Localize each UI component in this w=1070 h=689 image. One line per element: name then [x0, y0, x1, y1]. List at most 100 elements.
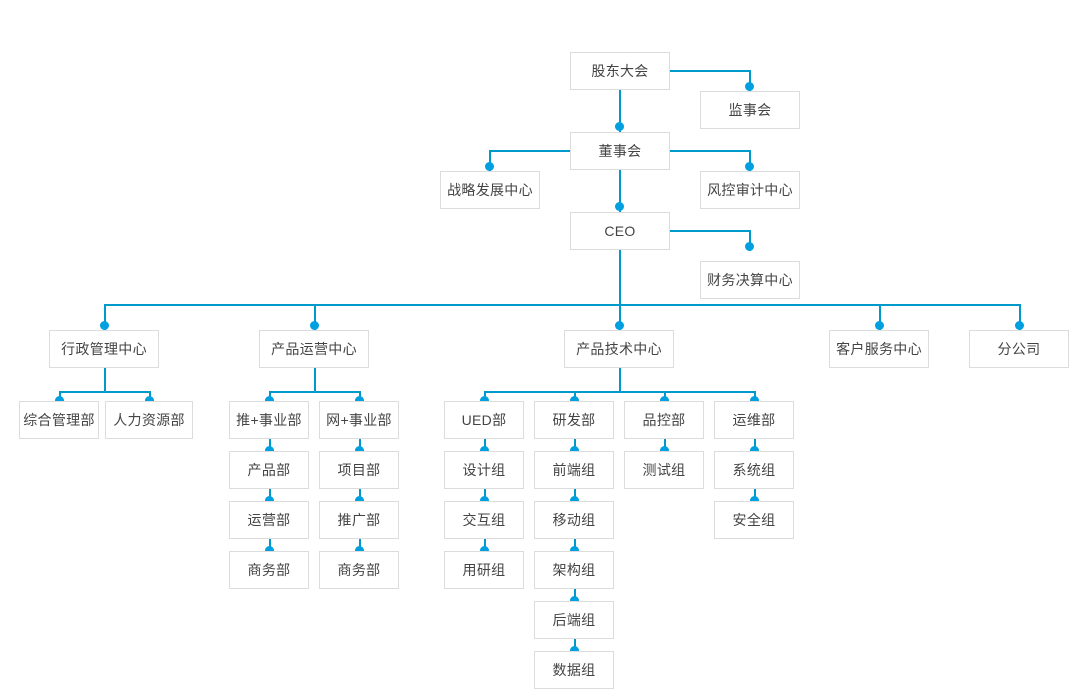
- connector-dot-tui-division: [265, 396, 274, 405]
- node-general-management-dept[interactable]: 综合管理部: [19, 401, 99, 439]
- connector-dot-service: [875, 321, 884, 330]
- node-security-group[interactable]: 安全组: [714, 501, 794, 539]
- connector-dot-system-group: [750, 446, 759, 455]
- connector-dot-business-dept-left: [265, 546, 274, 555]
- connector-wang-chain-2: [359, 489, 361, 501]
- connector-dot-interaction-group: [480, 496, 489, 505]
- node-branch-company[interactable]: 分公司: [969, 330, 1069, 368]
- node-interaction-group[interactable]: 交互组: [444, 501, 524, 539]
- connector-dot-prodtech: [615, 321, 624, 330]
- node-user-research-group[interactable]: 用研组: [444, 551, 524, 589]
- connector-dot-user-research-group: [480, 546, 489, 555]
- connector-admin-bar: [59, 391, 151, 393]
- connector-tui-chain-1: [269, 439, 271, 451]
- node-product-dept[interactable]: 产品部: [229, 451, 309, 489]
- node-frontend-group[interactable]: 前端组: [534, 451, 614, 489]
- connector-ued-chain-2: [484, 489, 486, 501]
- connector-dot-promotion-dept: [355, 496, 364, 505]
- connector-board-to-ceo: [619, 170, 621, 212]
- node-operations-maintenance-dept[interactable]: 运维部: [714, 401, 794, 439]
- node-ceo[interactable]: CEO: [570, 212, 670, 250]
- node-data-group[interactable]: 数据组: [534, 651, 614, 689]
- node-test-group[interactable]: 测试组: [624, 451, 704, 489]
- connector-rd-chain-3: [574, 539, 576, 551]
- node-administrative-management-center[interactable]: 行政管理中心: [49, 330, 159, 368]
- connector-ued-chain-1: [484, 439, 486, 451]
- node-board-of-supervisors[interactable]: 监事会: [700, 91, 800, 129]
- node-risk-control-audit-center[interactable]: 风控审计中心: [700, 171, 800, 209]
- connector-rd-chain-5: [574, 639, 576, 651]
- connector-ued-chain-3: [484, 539, 486, 551]
- connector-dot-design-group: [480, 446, 489, 455]
- connector-dot-supervisors: [745, 82, 754, 91]
- node-product-technology-center[interactable]: 产品技术中心: [564, 330, 674, 368]
- node-project-dept[interactable]: 项目部: [319, 451, 399, 489]
- connector-ops-chain-1: [754, 439, 756, 451]
- connector-tui-chain-2: [269, 489, 271, 501]
- connector-dot-project-dept: [355, 446, 364, 455]
- connector-dot-finance: [745, 242, 754, 251]
- connector-dot-general-mgmt: [55, 396, 64, 405]
- connector-dot-data-group: [570, 646, 579, 655]
- connector-shareholders-to-supervisors: [670, 70, 750, 72]
- node-business-dept-right[interactable]: 商务部: [319, 551, 399, 589]
- connector-dot-mobile-group: [570, 496, 579, 505]
- node-customer-service-center[interactable]: 客户服务中心: [829, 330, 929, 368]
- node-shareholders-meeting[interactable]: 股东大会: [570, 52, 670, 90]
- connector-dot-product-dept: [265, 446, 274, 455]
- node-mobile-group[interactable]: 移动组: [534, 501, 614, 539]
- node-strategic-development-center[interactable]: 战略发展中心: [440, 171, 540, 209]
- connector-dot-wang-division: [355, 396, 364, 405]
- connector-prodtech-stem: [619, 368, 621, 391]
- node-operations-dept[interactable]: 运营部: [229, 501, 309, 539]
- connector-bus-drop-prodops: [314, 304, 316, 330]
- connector-board-to-strategic: [489, 150, 571, 152]
- node-system-group[interactable]: 系统组: [714, 451, 794, 489]
- connector-rd-chain-4: [574, 589, 576, 601]
- node-financial-settlement-center[interactable]: 财务决算中心: [700, 261, 800, 299]
- connector-ops-chain-2: [754, 489, 756, 501]
- node-board-of-directors[interactable]: 董事会: [570, 132, 670, 170]
- connector-rd-chain-1: [574, 439, 576, 451]
- node-wang-plus-division[interactable]: 网+事业部: [319, 401, 399, 439]
- connector-prodtech-bar: [484, 391, 756, 393]
- connector-dot-operations-dept: [265, 496, 274, 505]
- node-backend-group[interactable]: 后端组: [534, 601, 614, 639]
- connector-dot-hr: [145, 396, 154, 405]
- connector-shareholders-to-board: [619, 90, 621, 132]
- connector-dot-prodops: [310, 321, 319, 330]
- connector-supervisors-drop: [749, 70, 751, 91]
- connector-finance-drop: [749, 230, 751, 251]
- connector-rd-chain-2: [574, 489, 576, 501]
- connector-admin-stem: [104, 368, 106, 391]
- node-human-resources-dept[interactable]: 人力资源部: [105, 401, 193, 439]
- connector-dot-frontend-group: [570, 446, 579, 455]
- connector-dot-board: [615, 122, 624, 131]
- connector-dot-ued-dept: [480, 396, 489, 405]
- node-product-operations-center[interactable]: 产品运营中心: [259, 330, 369, 368]
- connector-prodops-bar: [269, 391, 361, 393]
- connector-bus-drop-admin: [104, 304, 106, 330]
- node-rd-dept[interactable]: 研发部: [534, 401, 614, 439]
- connector-strategic-drop: [489, 150, 491, 171]
- connector-risk-drop: [749, 150, 751, 171]
- node-promotion-dept[interactable]: 推广部: [319, 501, 399, 539]
- node-quality-control-dept[interactable]: 品控部: [624, 401, 704, 439]
- connector-dot-architecture-group: [570, 546, 579, 555]
- node-ued-dept[interactable]: UED部: [444, 401, 524, 439]
- node-tui-plus-division[interactable]: 推+事业部: [229, 401, 309, 439]
- connector-dot-backend-group: [570, 596, 579, 605]
- node-design-group[interactable]: 设计组: [444, 451, 524, 489]
- connector-dot-security-group: [750, 496, 759, 505]
- connector-prodops-stem: [314, 368, 316, 391]
- connector-board-to-risk: [670, 150, 750, 152]
- node-business-dept-left[interactable]: 商务部: [229, 551, 309, 589]
- connector-dot-quality-control-dept: [660, 396, 669, 405]
- connector-bus-drop-prodtech: [619, 304, 621, 330]
- node-architecture-group[interactable]: 架构组: [534, 551, 614, 589]
- connector-bus-drop-service: [879, 304, 881, 330]
- connector-dot-business-dept-right: [355, 546, 364, 555]
- connector-dot-admin: [100, 321, 109, 330]
- connector-dot-branch: [1015, 321, 1024, 330]
